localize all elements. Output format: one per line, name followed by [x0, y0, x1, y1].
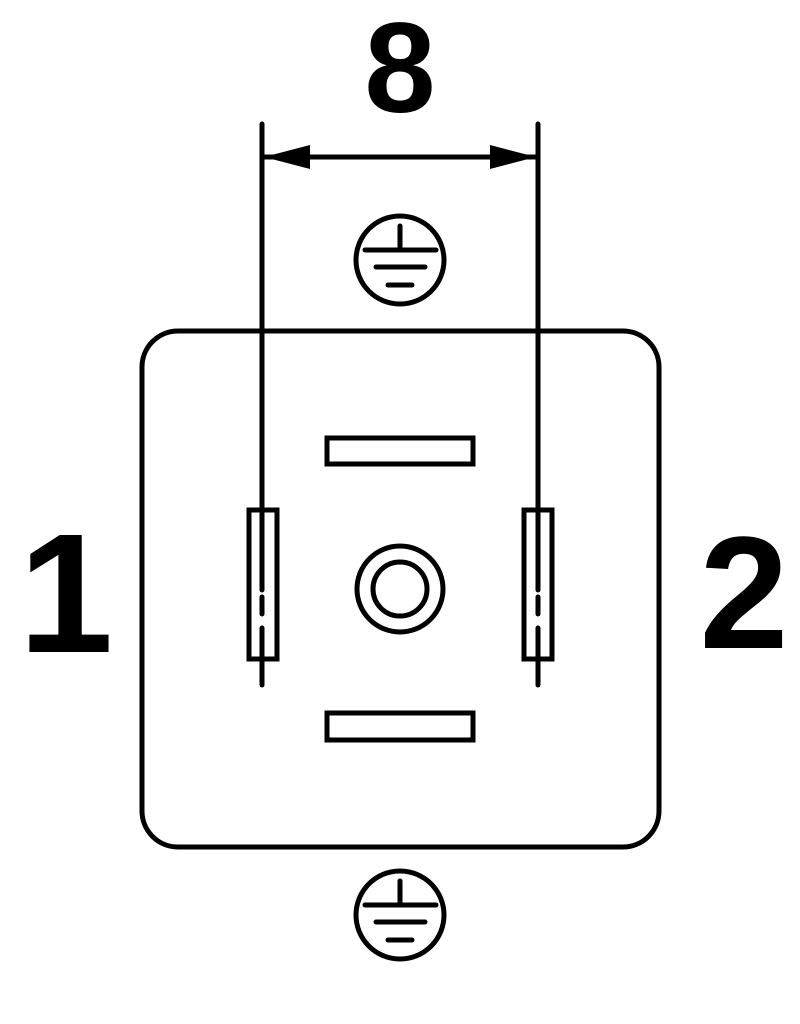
protective-earth-icon: [356, 216, 444, 304]
pin-1-label: 1: [19, 499, 114, 689]
arrow-left-icon: [264, 145, 310, 169]
pin-1: [246, 121, 280, 688]
arrow-right-icon: [490, 145, 536, 169]
pin-2: [521, 121, 555, 688]
protective-earth-icon: [356, 871, 444, 959]
connector-housing: [139, 328, 662, 850]
pin-2-label: 2: [700, 503, 789, 682]
bottom-earth-slot: [324, 710, 476, 743]
dimension-line: [262, 145, 538, 169]
center-screw: [354, 543, 446, 635]
dimension-label: 8: [364, 0, 435, 140]
top-earth-slot: [324, 435, 476, 467]
